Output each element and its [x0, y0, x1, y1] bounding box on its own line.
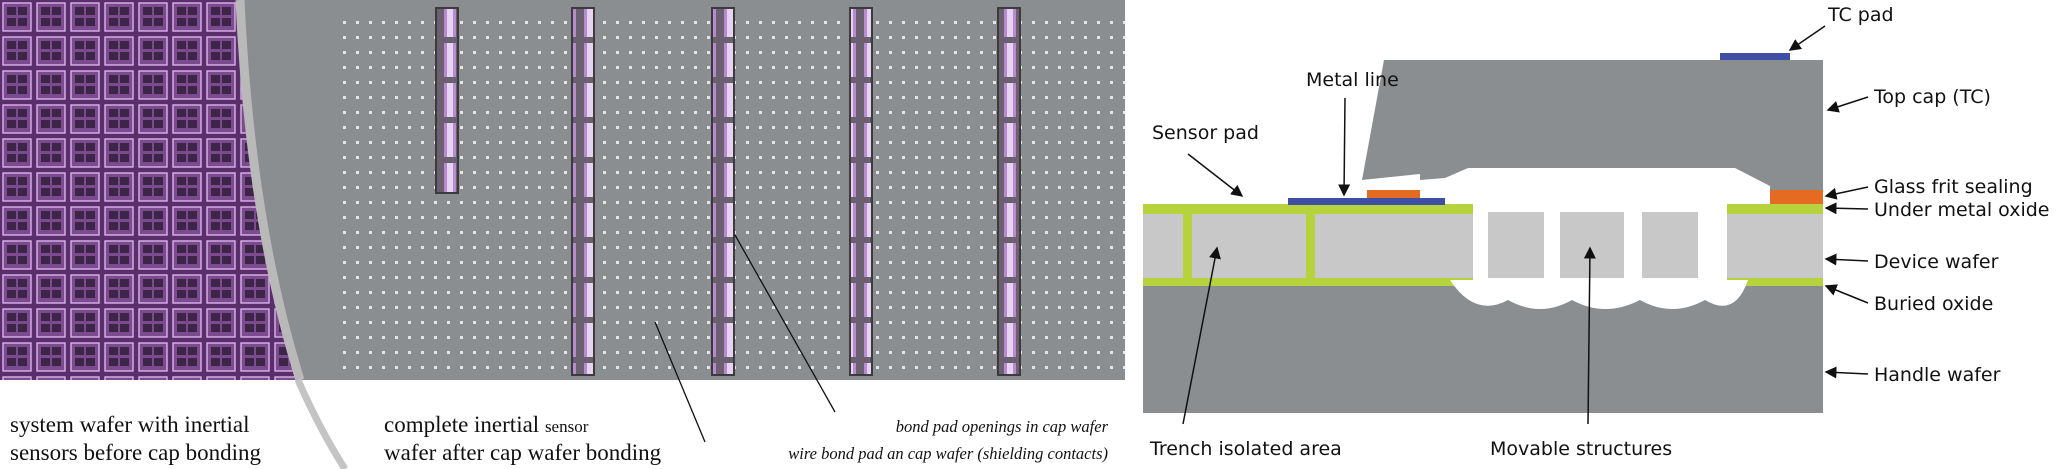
glass-frit-right [1770, 190, 1823, 204]
trench-wall-1 [1183, 210, 1192, 280]
movable-structure-1 [1488, 212, 1544, 278]
label-handle-wafer: Handle wafer [1874, 364, 2001, 386]
label-buried-oxide: Buried oxide [1874, 293, 1993, 315]
label-under-metal-oxide: Under metal oxide [1874, 199, 2049, 221]
label-metal-line: Metal line [1306, 69, 1399, 91]
mid-caption-line1: complete inertial sensor [384, 412, 589, 437]
label-glass-frit: Glass frit sealing [1874, 176, 2033, 198]
label-sensor-pad: Sensor pad [1152, 122, 1259, 144]
metal-line [1325, 198, 1445, 205]
label-device-wafer: Device wafer [1874, 251, 1999, 273]
trench-wall-2 [1306, 210, 1315, 280]
annotation-wire-bond-pad: wire bond pad an cap wafer (shielding co… [788, 444, 1108, 463]
label-movable-structures: Movable structures [1490, 438, 1672, 460]
label-trench-isolated: Trench isolated area [1149, 438, 1342, 460]
mid-caption-line1-b: sensor [545, 417, 589, 436]
under-metal-oxide-left [1143, 204, 1473, 214]
sensor-pad [1288, 198, 1358, 205]
cross-section-diagram [1143, 53, 1823, 413]
mid-caption-line2: wafer after cap wafer bonding [384, 440, 662, 465]
label-tc-pad: TC pad [1827, 4, 1894, 26]
wafer-photo [0, 0, 1125, 469]
annotation-bond-pad-openings: bond pad openings in cap wafer [896, 417, 1109, 436]
label-top-cap: Top cap (TC) [1873, 86, 1991, 108]
left-caption-line2: sensors before cap bonding [10, 440, 262, 465]
left-caption-line1: system wafer with inertial [10, 412, 250, 437]
top-cap [1362, 60, 1823, 197]
tc-pad [1720, 53, 1790, 60]
under-metal-oxide-right [1727, 204, 1823, 214]
movable-structure-3 [1642, 212, 1698, 278]
handle-wafer [1143, 285, 1823, 413]
mid-caption-line1-a: complete inertial [384, 412, 545, 437]
movable-structure-2 [1560, 212, 1624, 278]
label-arrows [1182, 25, 1869, 425]
